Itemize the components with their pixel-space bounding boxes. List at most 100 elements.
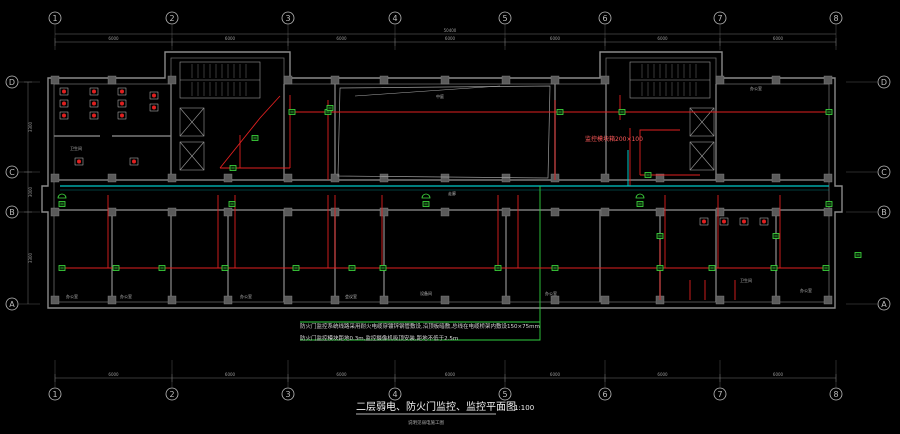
fixture-mark bbox=[722, 219, 726, 224]
fixture-mark bbox=[77, 159, 81, 164]
room-label-office-b: 办公室 bbox=[120, 293, 132, 299]
axis-marker-A: A bbox=[846, 297, 891, 311]
column bbox=[283, 295, 293, 305]
device-symbol bbox=[228, 201, 236, 207]
column bbox=[283, 207, 293, 217]
device-symbol bbox=[551, 265, 559, 271]
room-label-office-c: 办公室 bbox=[240, 293, 252, 299]
column bbox=[771, 75, 781, 85]
column bbox=[771, 295, 781, 305]
room-label-wc2: 卫生间 bbox=[740, 277, 752, 283]
column bbox=[50, 207, 60, 217]
column bbox=[50, 75, 60, 85]
axis-label: B bbox=[881, 208, 887, 217]
column bbox=[501, 75, 511, 85]
axis-label: 3 bbox=[285, 14, 290, 23]
device-symbol bbox=[644, 172, 652, 178]
axis-label: 7 bbox=[717, 14, 722, 23]
fixture-mark bbox=[762, 219, 766, 224]
axis-label: C bbox=[9, 168, 15, 177]
column bbox=[440, 295, 450, 305]
fire-door-bus bbox=[60, 150, 829, 191]
fixture-mark bbox=[152, 105, 156, 110]
room-label-corridor: 走廊 bbox=[448, 190, 456, 196]
fixture bbox=[699, 217, 709, 226]
dimension-total-label: 50400 bbox=[444, 28, 457, 33]
room-label-office-a: 办公室 bbox=[66, 293, 78, 299]
column bbox=[600, 295, 610, 305]
column bbox=[655, 173, 665, 183]
fixture-mark bbox=[92, 113, 96, 118]
axis-label: D bbox=[9, 78, 15, 87]
fixture-mark bbox=[62, 113, 66, 118]
device-symbol bbox=[854, 252, 862, 258]
axis-label: 4 bbox=[392, 14, 397, 23]
fixture-mark bbox=[120, 113, 124, 118]
fixture bbox=[739, 217, 749, 226]
axis-label: D bbox=[881, 78, 887, 87]
column bbox=[330, 75, 340, 85]
axis-label: A bbox=[9, 300, 15, 309]
column bbox=[655, 207, 665, 217]
camera-icon bbox=[421, 193, 431, 199]
column bbox=[550, 207, 560, 217]
fixture bbox=[89, 111, 99, 120]
column bbox=[330, 295, 340, 305]
fixture-mark bbox=[152, 93, 156, 98]
column bbox=[823, 207, 833, 217]
stair-core-east bbox=[629, 61, 715, 171]
axis-label: 4 bbox=[392, 390, 397, 399]
fixture bbox=[117, 87, 127, 96]
column bbox=[223, 295, 233, 305]
axis-label: 5 bbox=[502, 14, 507, 23]
fixture-mark bbox=[742, 219, 746, 224]
dimension-span-label: 6000 bbox=[550, 36, 561, 41]
cable-diagonal bbox=[219, 95, 281, 169]
device-symbol bbox=[636, 201, 644, 207]
dimension-span-label: 6000 bbox=[445, 36, 456, 41]
dimension-span-label: 6000 bbox=[108, 372, 119, 377]
cable-route-east bbox=[639, 129, 680, 175]
dimension-span-label: 6000 bbox=[550, 372, 561, 377]
device-symbol bbox=[229, 165, 237, 171]
fixture-mark bbox=[92, 101, 96, 106]
dimension-span-label: 6000 bbox=[336, 36, 347, 41]
column bbox=[771, 173, 781, 183]
axis-label: 2 bbox=[169, 14, 174, 23]
dimension-span-label: 3300 bbox=[28, 252, 33, 263]
column bbox=[283, 75, 293, 85]
device-symbol bbox=[292, 265, 300, 271]
exterior-wall-outline bbox=[41, 51, 843, 309]
drawing-sub-note: 说明见弱电施工图 bbox=[408, 419, 444, 426]
device-symbol bbox=[656, 233, 664, 239]
column bbox=[50, 173, 60, 183]
device-symbol bbox=[326, 105, 334, 111]
column bbox=[107, 207, 117, 217]
column bbox=[823, 173, 833, 183]
column bbox=[823, 75, 833, 85]
toilet-fixtures bbox=[59, 87, 769, 226]
axis-label: 8 bbox=[833, 14, 838, 23]
axis-label: 6 bbox=[602, 390, 607, 399]
device-symbol bbox=[494, 265, 502, 271]
axis-label: B bbox=[9, 208, 15, 217]
fixture bbox=[149, 103, 159, 112]
room-label-office-g: 办公室 bbox=[800, 287, 812, 293]
dimension-span-label: 6000 bbox=[773, 372, 784, 377]
device-symbol bbox=[556, 109, 564, 115]
column bbox=[600, 173, 610, 183]
column bbox=[550, 75, 560, 85]
structural-columns bbox=[50, 75, 833, 305]
column bbox=[715, 207, 725, 217]
device-symbol bbox=[58, 265, 66, 271]
column bbox=[379, 173, 389, 183]
device-symbol bbox=[825, 109, 833, 115]
room-label-office-f: 办公室 bbox=[750, 85, 762, 91]
column bbox=[440, 75, 450, 85]
column bbox=[107, 295, 117, 305]
axis-marker-B: B bbox=[846, 205, 891, 219]
axis-marker-C: C bbox=[846, 165, 891, 179]
atrium-void bbox=[337, 85, 551, 179]
module-box-label: 监控模块箱200×100 bbox=[585, 135, 643, 143]
